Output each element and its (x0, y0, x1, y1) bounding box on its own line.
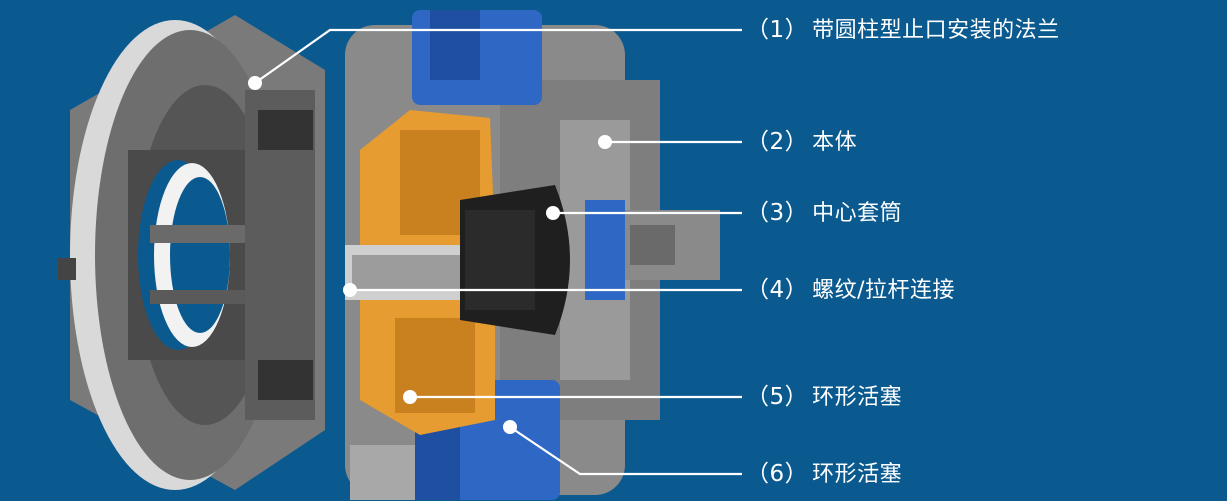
callout-2: （2）本体 (746, 128, 857, 157)
center-sleeve-part (460, 185, 570, 335)
callout-number: （6） (746, 461, 809, 487)
flange-part (58, 15, 325, 490)
callout-4: （4）螺纹/拉杆连接 (746, 276, 955, 305)
callout-3: （3）中心套筒 (746, 199, 902, 228)
callout-label: 中心套筒 (812, 201, 903, 226)
callout-label: 环形活塞 (812, 385, 903, 410)
callout-5: （5）环形活塞 (746, 383, 902, 412)
callout-number: （3） (746, 200, 809, 226)
callout-6: （6）环形活塞 (746, 460, 902, 489)
callout-number: （4） (746, 277, 809, 303)
callout-number: （2） (746, 129, 809, 155)
callout-1: （1）带圆柱型止口安装的法兰 (746, 16, 1060, 45)
callout-number: （1） (746, 17, 809, 43)
callout-label: 螺纹/拉杆连接 (812, 278, 956, 303)
callout-label: 环形活塞 (812, 462, 903, 487)
leader-dots (248, 76, 612, 434)
leader-lines (254, 28, 742, 476)
callout-label: 带圆柱型止口安装的法兰 (812, 18, 1060, 43)
callout-number: （5） (746, 384, 809, 410)
callout-label: 本体 (812, 130, 858, 155)
